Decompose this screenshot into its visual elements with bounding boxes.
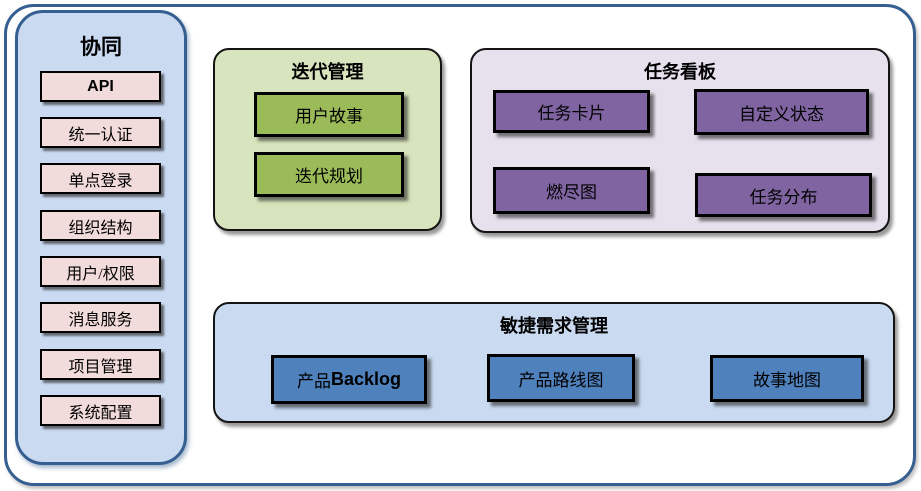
sidebar-item-project-management: 项目管理 <box>40 349 161 380</box>
group-iteration-management: 迭代管理 用户故事 迭代规划 <box>213 48 442 231</box>
sidebar-item-user-permissions: 用户/权限 <box>40 256 161 287</box>
task-board-title: 任务看板 <box>644 62 716 82</box>
item-task-distribution: 任务分布 <box>695 173 872 217</box>
sidebar-item-system-config: 系统配置 <box>40 395 161 426</box>
item-iteration-planning: 迭代规划 <box>254 152 404 197</box>
sidebar-item-api: API <box>40 71 161 102</box>
item-story-map: 故事地图 <box>710 355 864 402</box>
iteration-management-title: 迭代管理 <box>291 62 364 82</box>
sidebar-item-message-service: 消息服务 <box>40 302 161 333</box>
sidebar-item-unified-auth: 统一认证 <box>40 117 161 148</box>
group-task-board: 任务看板 任务卡片 自定义状态 燃尽图 任务分布 <box>470 48 890 233</box>
collaboration-panel-title: 协同 <box>80 36 122 59</box>
sidebar-item-org-structure: 组织结构 <box>40 210 161 241</box>
item-burndown-chart: 燃尽图 <box>493 167 650 214</box>
item-user-story: 用户故事 <box>254 92 404 137</box>
item-task-card: 任务卡片 <box>493 90 650 133</box>
item-product-backlog-label-en: Backlog <box>330 369 402 389</box>
item-product-backlog-label-zh: 产品 <box>296 372 331 391</box>
sidebar-item-single-sign-on: 单点登录 <box>40 163 161 194</box>
collaboration-panel: 协同 API 统一认证 单点登录 组织结构 用户/权限 消息服务 项目管理 系统… <box>15 10 187 465</box>
item-product-roadmap: 产品路线图 <box>487 354 635 402</box>
item-custom-status: 自定义状态 <box>694 89 869 135</box>
agile-requirements-title: 敏捷需求管理 <box>500 316 608 336</box>
